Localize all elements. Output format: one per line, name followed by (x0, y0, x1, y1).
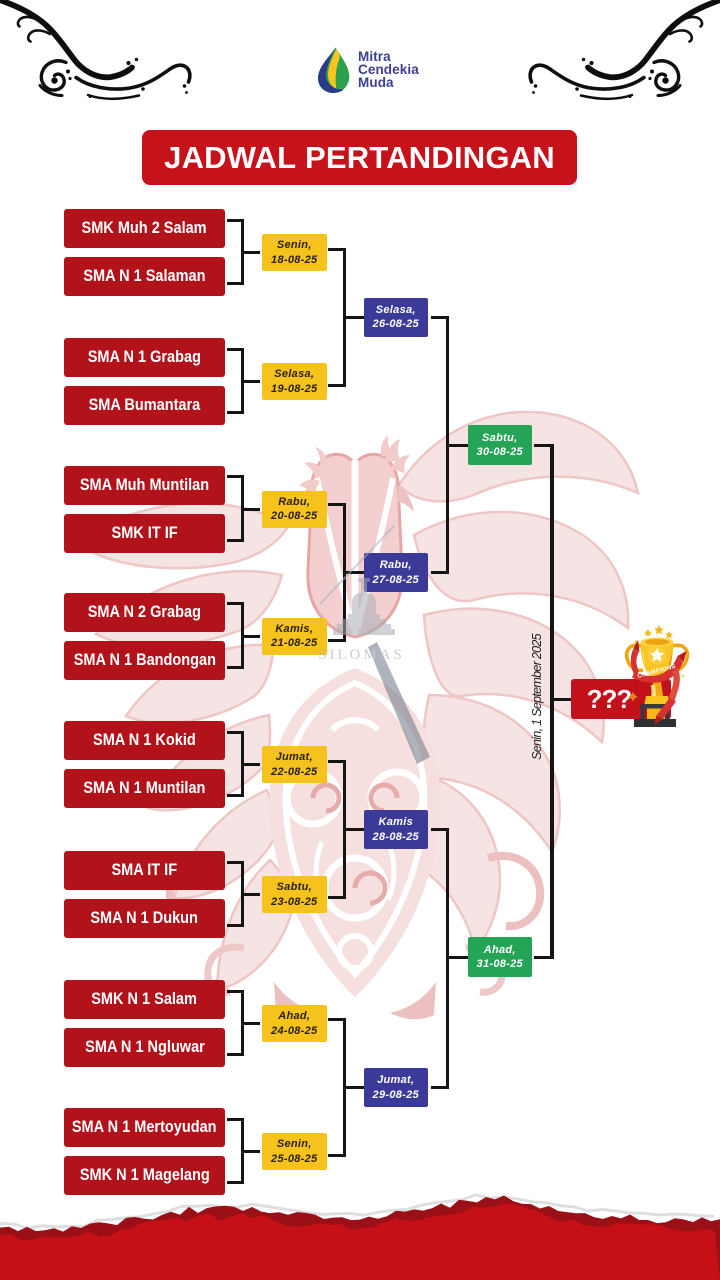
svg-text:SILOMAS: SILOMAS (318, 647, 405, 663)
